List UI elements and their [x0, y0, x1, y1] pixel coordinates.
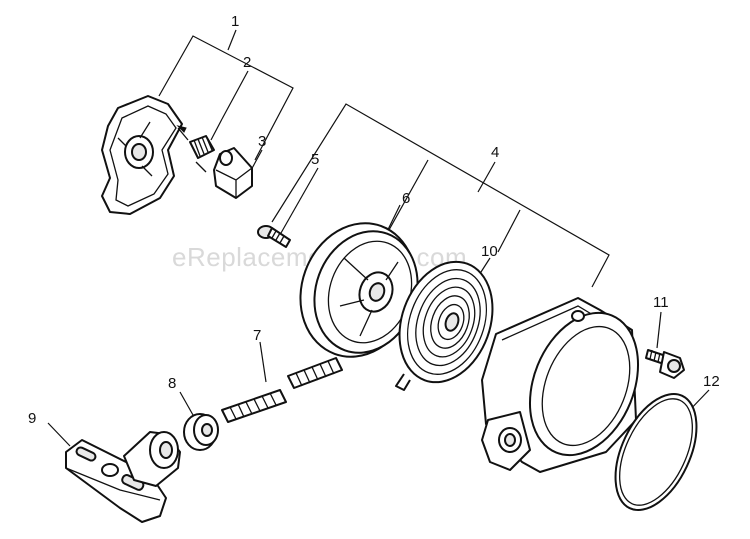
- part-recoil-spring: [395, 260, 494, 391]
- part-screw: [257, 225, 291, 248]
- callout-1: 1: [231, 13, 239, 30]
- part-gasket: [614, 393, 698, 511]
- part-starter-handle: [65, 431, 181, 523]
- leader-10-top: [497, 209, 521, 253]
- callout-2: 2: [243, 54, 251, 71]
- callout-labels: 1 2 3 4 5 6 7 8 9 10 11 12: [28, 13, 720, 427]
- callout-4: 4: [491, 144, 499, 161]
- callout-7: 7: [253, 327, 261, 344]
- callout-9: 9: [28, 410, 36, 427]
- leader-4: [477, 161, 496, 193]
- callout-6: 6: [402, 190, 410, 207]
- part-bolt: [645, 349, 685, 379]
- callout-8: 8: [168, 375, 176, 392]
- callout-5: 5: [311, 151, 319, 168]
- part-starter-rope: [221, 357, 343, 423]
- leader-8: [179, 391, 194, 416]
- leader-7: [259, 341, 267, 383]
- callout-11: 11: [653, 294, 669, 311]
- leader-11: [656, 311, 662, 349]
- part-small-spring: [176, 125, 215, 173]
- leader-1: [227, 29, 237, 51]
- leader-9: [47, 422, 71, 447]
- callout-10: 10: [481, 243, 498, 260]
- callout-12: 12: [703, 373, 720, 390]
- leader-group-4: [271, 103, 610, 288]
- leader-2b: [210, 118, 223, 141]
- callout-3: 3: [258, 133, 266, 150]
- part-reel-pulley: [299, 222, 419, 358]
- leader-2: [221, 70, 249, 120]
- part-rope-grommet: [183, 413, 219, 451]
- leader-group-1: [158, 35, 294, 161]
- leader-5: [280, 167, 319, 234]
- part-ratchet-plate: [101, 95, 183, 215]
- part-pawl: [213, 147, 253, 199]
- part-starter-case: [481, 297, 640, 473]
